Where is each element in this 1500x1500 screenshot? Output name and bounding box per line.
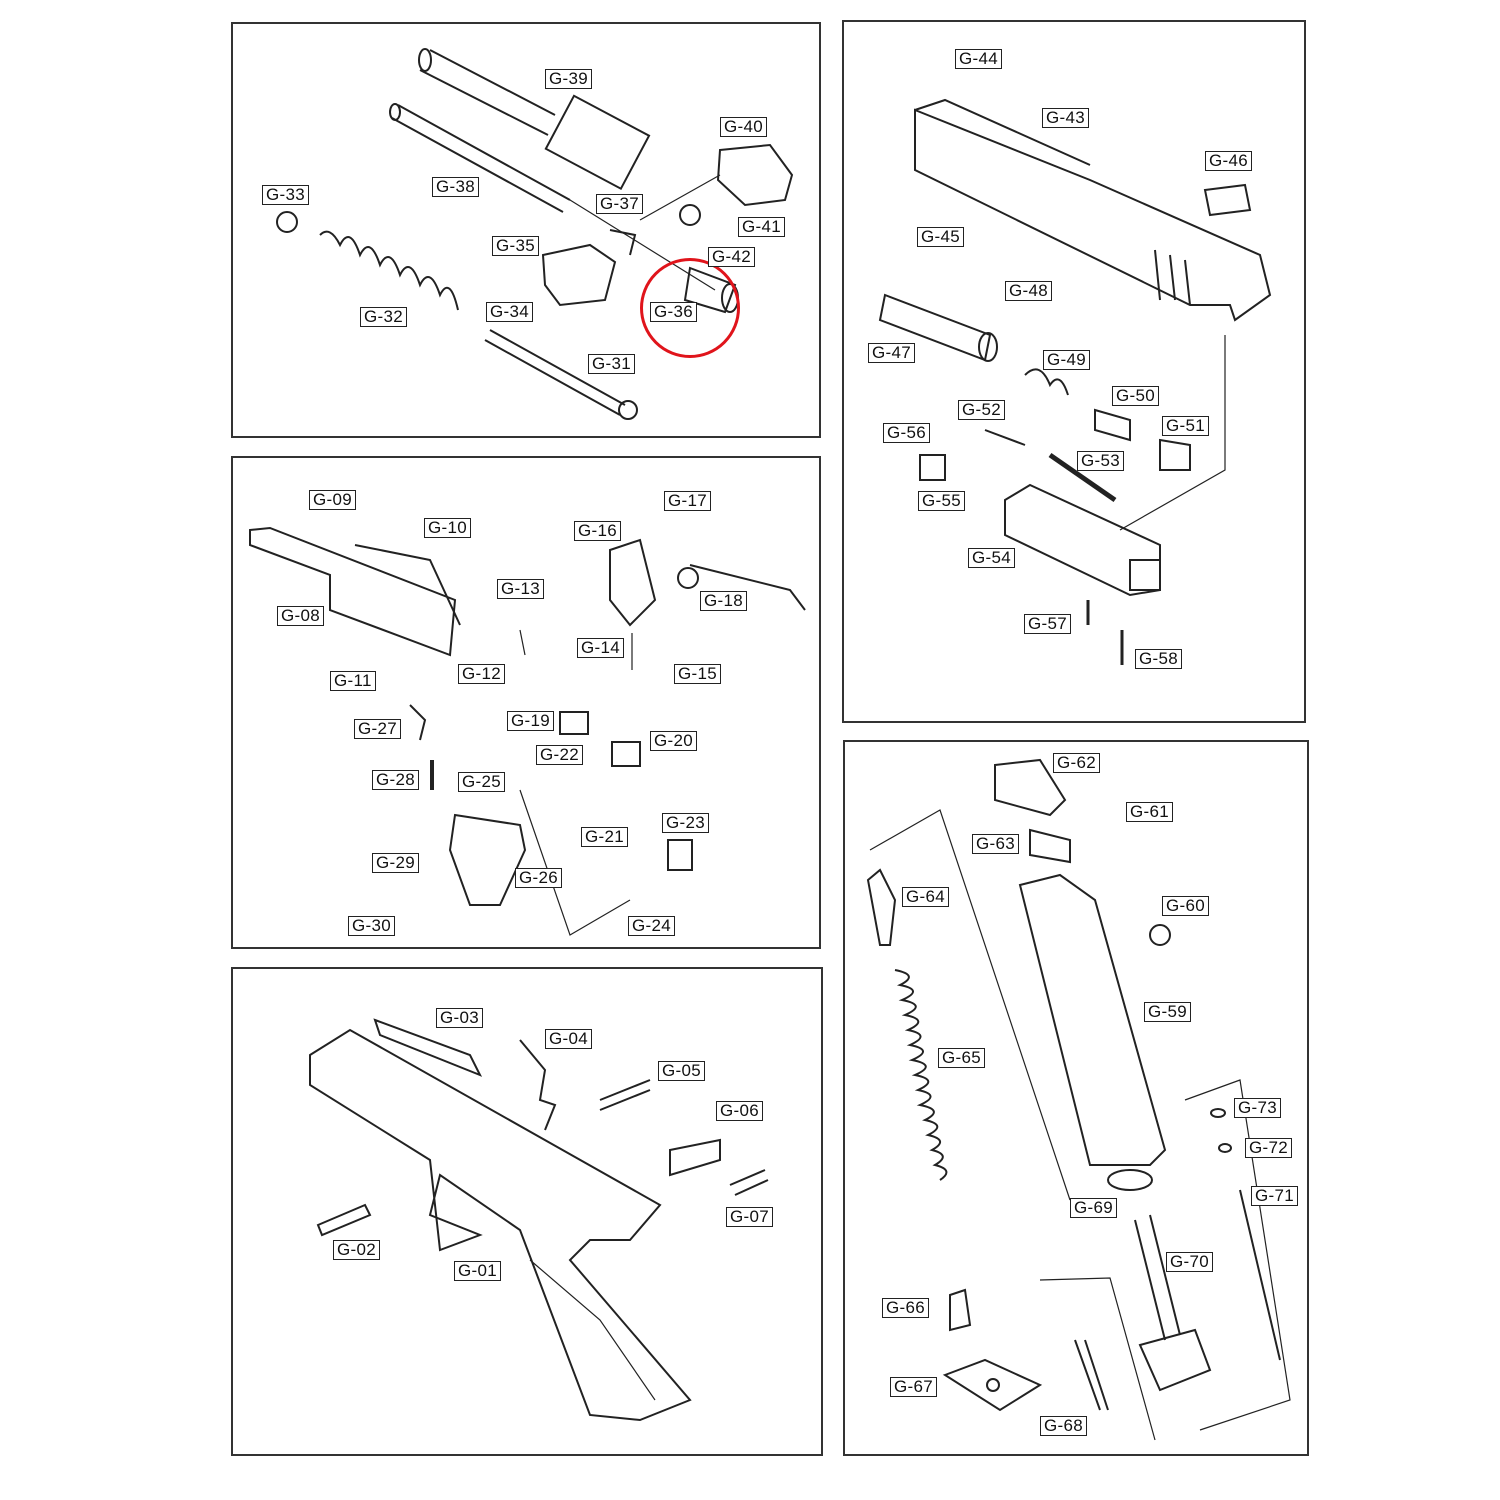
part-label[interactable]: G-08 xyxy=(277,606,324,626)
part-label[interactable]: G-57 xyxy=(1024,614,1071,634)
part-label[interactable]: G-20 xyxy=(650,731,697,751)
part-label[interactable]: G-24 xyxy=(628,916,675,936)
part-label[interactable]: G-18 xyxy=(700,591,747,611)
part-label[interactable]: G-67 xyxy=(890,1377,937,1397)
part-label[interactable]: G-21 xyxy=(581,827,628,847)
part-label[interactable]: G-62 xyxy=(1053,753,1100,773)
part-label[interactable]: G-46 xyxy=(1205,151,1252,171)
part-label[interactable]: G-16 xyxy=(574,521,621,541)
part-label-highlighted[interactable]: G-36 xyxy=(650,302,697,322)
part-label[interactable]: G-55 xyxy=(918,491,965,511)
highlight-circle-g36 xyxy=(640,258,740,358)
part-label[interactable]: G-13 xyxy=(497,579,544,599)
part-label[interactable]: G-50 xyxy=(1112,386,1159,406)
part-label[interactable]: G-44 xyxy=(955,49,1002,69)
part-label[interactable]: G-69 xyxy=(1070,1198,1117,1218)
part-label[interactable]: G-29 xyxy=(372,853,419,873)
part-label[interactable]: G-71 xyxy=(1251,1186,1298,1206)
part-label[interactable]: G-61 xyxy=(1126,802,1173,822)
part-label[interactable]: G-51 xyxy=(1162,416,1209,436)
part-label[interactable]: G-58 xyxy=(1135,649,1182,669)
part-label[interactable]: G-30 xyxy=(348,916,395,936)
part-label[interactable]: G-03 xyxy=(436,1008,483,1028)
part-label[interactable]: G-39 xyxy=(545,69,592,89)
part-label[interactable]: G-43 xyxy=(1042,108,1089,128)
part-label[interactable]: G-15 xyxy=(674,664,721,684)
part-label[interactable]: G-22 xyxy=(536,745,583,765)
part-label[interactable]: G-37 xyxy=(596,194,643,214)
part-label[interactable]: G-01 xyxy=(454,1261,501,1281)
part-label[interactable]: G-17 xyxy=(664,491,711,511)
panel-slide-internals xyxy=(231,22,821,438)
part-label[interactable]: G-33 xyxy=(262,185,309,205)
part-label[interactable]: G-34 xyxy=(486,302,533,322)
part-label[interactable]: G-47 xyxy=(868,343,915,363)
part-label[interactable]: G-73 xyxy=(1234,1098,1281,1118)
part-label[interactable]: G-11 xyxy=(330,671,376,691)
part-label[interactable]: G-68 xyxy=(1040,1416,1087,1436)
part-label[interactable]: G-66 xyxy=(882,1298,929,1318)
part-label[interactable]: G-63 xyxy=(972,834,1019,854)
part-label[interactable]: G-27 xyxy=(354,719,401,739)
part-label[interactable]: G-23 xyxy=(662,813,709,833)
part-label[interactable]: G-04 xyxy=(545,1029,592,1049)
part-label[interactable]: G-19 xyxy=(507,711,554,731)
part-label[interactable]: G-60 xyxy=(1162,896,1209,916)
part-label[interactable]: G-26 xyxy=(515,868,562,888)
part-label[interactable]: G-53 xyxy=(1077,451,1124,471)
part-label[interactable]: G-02 xyxy=(333,1240,380,1260)
part-label[interactable]: G-40 xyxy=(720,117,767,137)
part-label[interactable]: G-31 xyxy=(588,354,635,374)
part-label[interactable]: G-10 xyxy=(424,518,471,538)
part-label[interactable]: G-28 xyxy=(372,770,419,790)
part-label[interactable]: G-45 xyxy=(917,227,964,247)
part-label[interactable]: G-65 xyxy=(938,1048,985,1068)
part-label[interactable]: G-12 xyxy=(458,664,505,684)
part-label[interactable]: G-72 xyxy=(1245,1138,1292,1158)
part-label[interactable]: G-06 xyxy=(716,1101,763,1121)
part-label[interactable]: G-05 xyxy=(658,1061,705,1081)
part-label[interactable]: G-41 xyxy=(738,217,785,237)
part-label[interactable]: G-25 xyxy=(458,772,505,792)
part-label[interactable]: G-70 xyxy=(1166,1252,1213,1272)
part-label[interactable]: G-48 xyxy=(1005,281,1052,301)
part-label[interactable]: G-09 xyxy=(309,490,356,510)
part-label[interactable]: G-14 xyxy=(577,638,624,658)
part-label[interactable]: G-56 xyxy=(883,423,930,443)
part-label[interactable]: G-54 xyxy=(968,548,1015,568)
part-label[interactable]: G-59 xyxy=(1144,1002,1191,1022)
part-label[interactable]: G-38 xyxy=(432,177,479,197)
part-label[interactable]: G-64 xyxy=(902,887,949,907)
part-label[interactable]: G-49 xyxy=(1043,350,1090,370)
part-label[interactable]: G-32 xyxy=(360,307,407,327)
part-label[interactable]: G-07 xyxy=(726,1207,773,1227)
part-label[interactable]: G-52 xyxy=(958,400,1005,420)
part-label[interactable]: G-35 xyxy=(492,236,539,256)
part-label[interactable]: G-42 xyxy=(708,247,755,267)
